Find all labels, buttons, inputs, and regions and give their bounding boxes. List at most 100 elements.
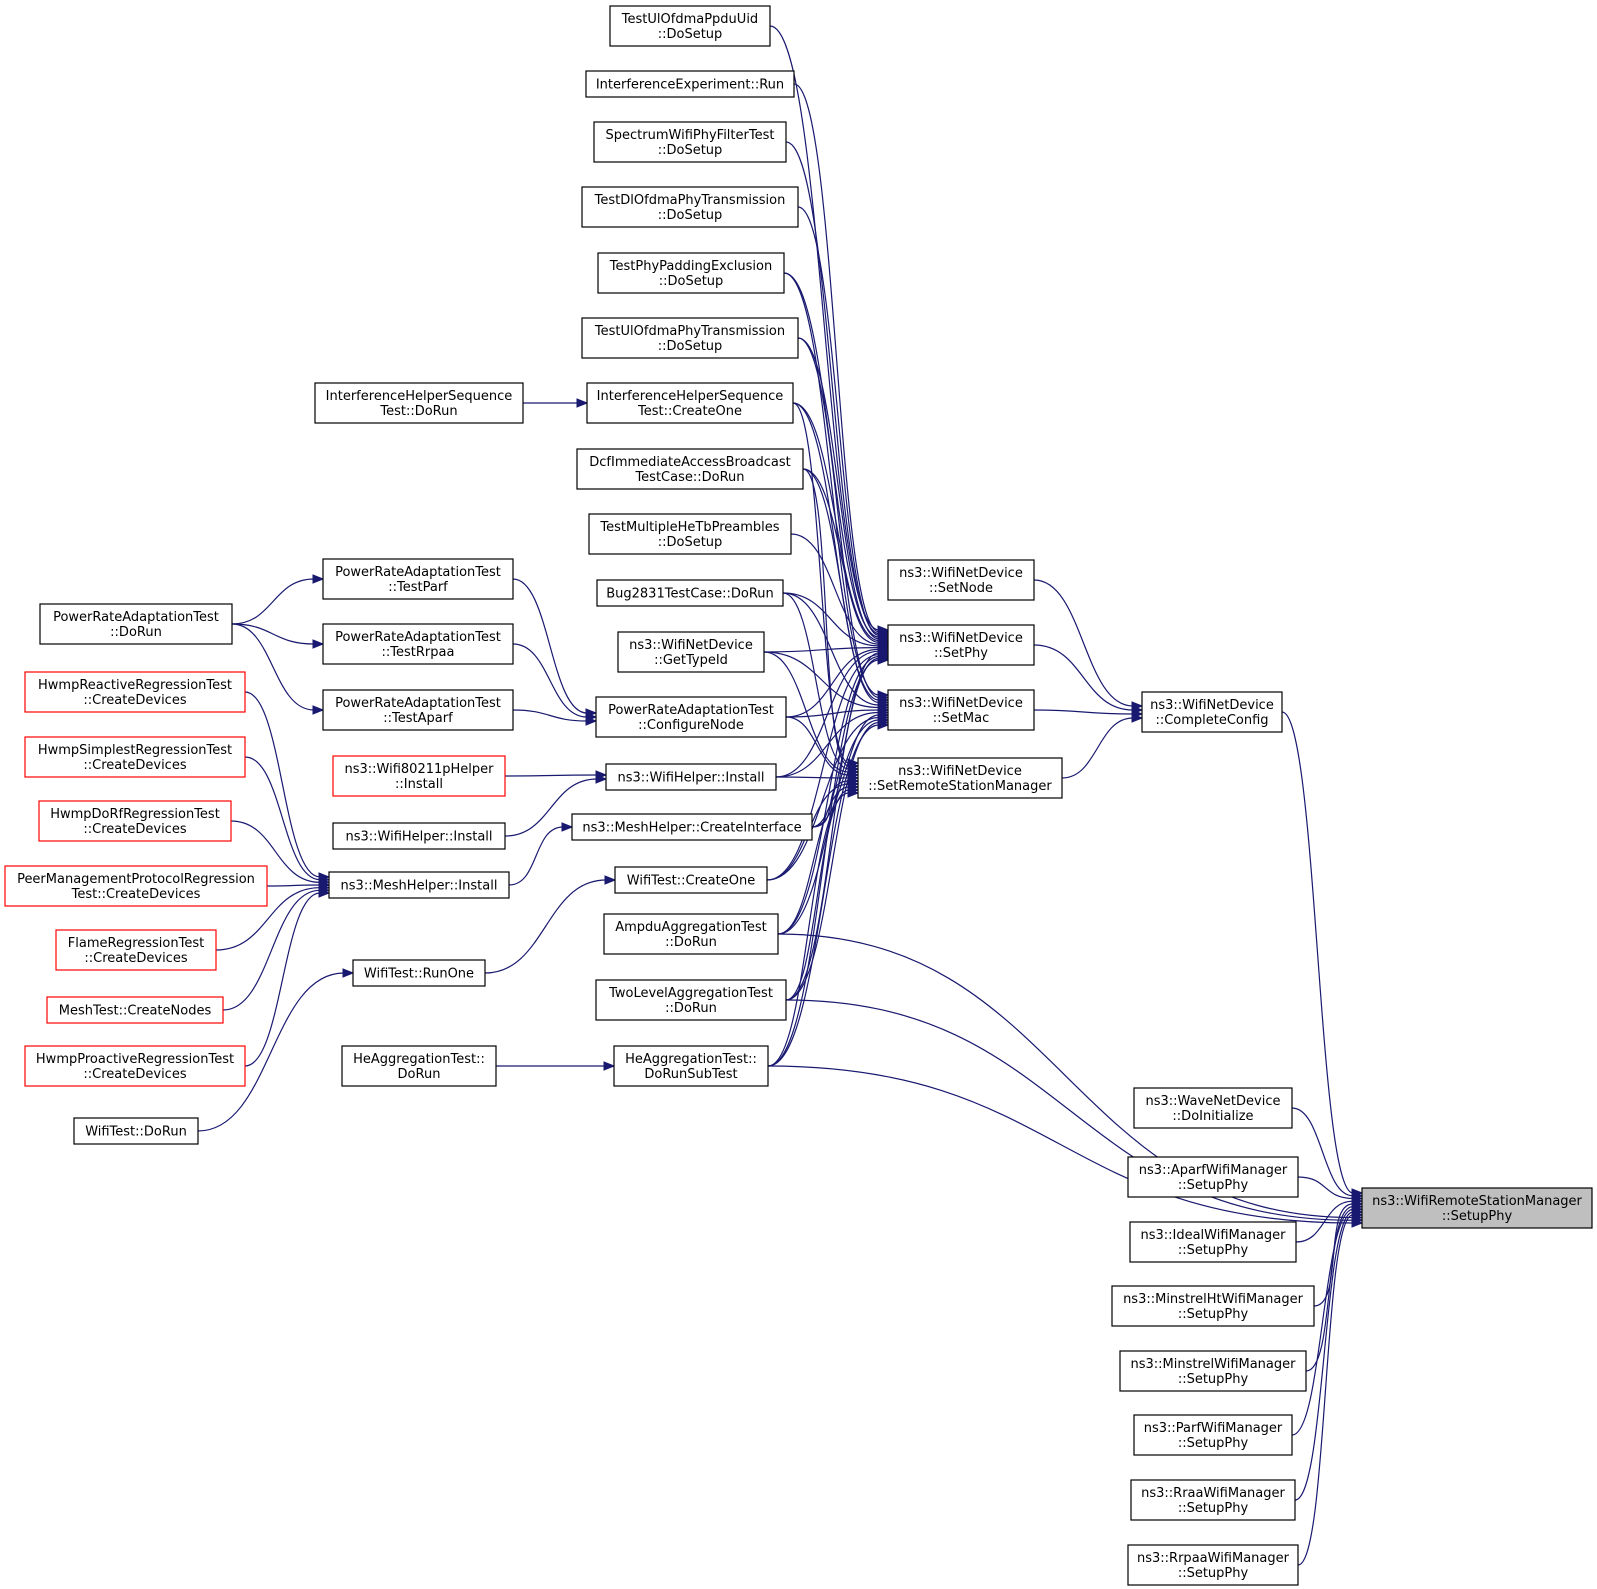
function-node-interfExp[interactable]: InterferenceExperiment::Run — [585, 70, 795, 98]
function-node-phyPad[interactable]: TestPhyPaddingExclusion::DoSetup — [597, 252, 785, 294]
function-node-aparfMgr[interactable]: ns3::AparfWifiManager::SetupPhy — [1127, 1156, 1299, 1198]
node-label-line: ::DoSetup — [658, 339, 723, 354]
function-node-ampdu[interactable]: AmpduAggregationTest::DoRun — [603, 913, 779, 955]
function-node-hwmpProactive[interactable]: HwmpProactiveRegressionTest::CreateDevic… — [24, 1045, 246, 1087]
function-node-praParf[interactable]: PowerRateAdaptationTest::TestParf — [322, 558, 514, 600]
call-edge — [496, 1061, 616, 1071]
function-node-hwmpReactive[interactable]: HwmpReactiveRegressionTest::CreateDevice… — [24, 671, 246, 713]
function-node-ulPpdu[interactable]: TestUlOfdmaPpduUid::DoSetup — [609, 5, 771, 47]
node-label-line: ::SetNode — [929, 581, 993, 596]
node-label-line: ::CompleteConfig — [1155, 713, 1268, 728]
function-node-hwmpSimplest[interactable]: HwmpSimplestRegressionTest::CreateDevice… — [24, 736, 246, 778]
call-edge — [484, 875, 617, 974]
function-node-meshInstall[interactable]: ns3::MeshHelper::Install — [328, 871, 510, 899]
node-label-line: TwoLevelAggregationTest — [608, 986, 773, 1001]
node-label-line: ns3::RrpaaWifiManager — [1137, 1551, 1290, 1566]
call-edge — [504, 774, 608, 837]
function-node-parfMgr[interactable]: ns3::ParfWifiManager::SetupPhy — [1133, 1414, 1293, 1456]
function-node-praRun[interactable]: PowerRateAdaptationTest::DoRun — [39, 603, 233, 645]
node-label-line: ns3::MeshHelper::CreateInterface — [582, 821, 801, 836]
node-label-line: Test::CreateOne — [637, 404, 742, 419]
node-label-line: TestUlOfdmaPpduUid — [621, 12, 758, 27]
call-edge — [197, 968, 355, 1132]
node-label-line: ns3::WifiNetDevice — [899, 696, 1023, 711]
function-node-minstrelHt[interactable]: ns3::MinstrelHtWifiManager::SetupPhy — [1111, 1285, 1315, 1327]
node-label-line: ns3::WifiNetDevice — [629, 638, 753, 653]
node-label-line: ns3::WifiNetDevice — [898, 764, 1022, 779]
node-label-line: HwmpProactiveRegressionTest — [36, 1052, 234, 1067]
node-label-line: FlameRegressionTest — [68, 936, 204, 951]
function-node-minstrel[interactable]: ns3::MinstrelWifiManager::SetupPhy — [1119, 1350, 1307, 1392]
node-label-line: ns3::MinstrelWifiManager — [1130, 1357, 1296, 1372]
node-label-line: Test::CreateDevices — [71, 887, 201, 902]
function-node-ulOfdma[interactable]: TestUlOfdmaPhyTransmission::DoSetup — [581, 317, 799, 359]
node-label-line: ::SetupPhy — [1178, 1178, 1249, 1193]
node-label-line: ::DoRun — [665, 935, 717, 950]
node-label-line: ::ConfigureNode — [638, 718, 744, 733]
function-node-meshCreateIf[interactable]: ns3::MeshHelper::CreateInterface — [571, 813, 813, 841]
function-node-praConfig[interactable]: PowerRateAdaptationTest::ConfigureNode — [595, 696, 787, 738]
call-edge — [512, 578, 598, 718]
function-node-hwmpDoRf[interactable]: HwmpDoRfRegressionTest::CreateDevices — [38, 800, 232, 842]
function-node-bug2831[interactable]: Bug2831TestCase::DoRun — [596, 579, 784, 607]
function-node-setNode[interactable]: ns3::WifiNetDevice::SetNode — [887, 559, 1035, 601]
node-label-line: AmpduAggregationTest — [615, 920, 766, 935]
call-edge — [767, 655, 890, 1067]
node-label-line: ::CreateDevices — [83, 822, 186, 837]
node-label-line: InterferenceHelperSequence — [326, 389, 513, 404]
function-node-root[interactable]: ns3::WifiRemoteStationManager::SetupPhy — [1361, 1187, 1593, 1229]
function-node-ihsCreate[interactable]: InterferenceHelperSequenceTest::CreateOn… — [586, 382, 794, 424]
node-label-line: ::Install — [395, 777, 443, 792]
function-node-dcf[interactable]: DcfImmediateAccessBroadcastTestCase::DoR… — [576, 448, 804, 490]
node-label-line: ns3::WifiNetDevice — [899, 631, 1023, 646]
node-label-line: ::CreateDevices — [83, 1067, 186, 1082]
node-label-line: ns3::IdealWifiManager — [1140, 1228, 1286, 1243]
call-edge — [231, 623, 325, 715]
node-label-line: DcfImmediateAccessBroadcast — [589, 455, 790, 470]
function-node-multiHe[interactable]: TestMultipleHeTbPreambles::DoSetup — [588, 513, 792, 555]
node-label-line: ns3::WifiNetDevice — [899, 566, 1023, 581]
node-label-line: MeshTest::CreateNodes — [59, 1004, 212, 1019]
function-node-heSub[interactable]: HeAggregationTest::DoRunSubTest — [613, 1045, 769, 1087]
call-edge — [231, 574, 325, 625]
node-label-line: ::SetPhy — [934, 646, 988, 661]
node-label-line: InterferenceExperiment::Run — [596, 78, 784, 93]
function-node-setRSM[interactable]: ns3::WifiNetDevice::SetRemoteStationMana… — [857, 757, 1063, 799]
function-node-rrpaaMgr[interactable]: ns3::RrpaaWifiManager::SetupPhy — [1127, 1544, 1299, 1586]
node-label-line: PeerManagementProtocolRegression — [17, 872, 255, 887]
function-node-wifi80211p[interactable]: ns3::Wifi80211pHelper::Install — [332, 755, 506, 797]
function-node-praAparf[interactable]: PowerRateAdaptationTest::TestAparf — [322, 689, 514, 731]
function-node-wifiTestDoRun[interactable]: WifiTest::DoRun — [73, 1117, 199, 1145]
function-node-waveInit[interactable]: ns3::WaveNetDevice::DoInitialize — [1133, 1087, 1293, 1129]
node-label-line: PowerRateAdaptationTest — [335, 565, 501, 580]
function-node-completeConfig[interactable]: ns3::WifiNetDevice::CompleteConfig — [1141, 691, 1283, 733]
function-node-flame[interactable]: FlameRegressionTest::CreateDevices — [55, 929, 217, 971]
node-label-line: ns3::WaveNetDevice — [1145, 1094, 1280, 1109]
function-node-setPhy[interactable]: ns3::WifiNetDevice::SetPhy — [887, 624, 1035, 666]
function-node-meshTest[interactable]: MeshTest::CreateNodes — [46, 996, 224, 1024]
function-node-getTypeId[interactable]: ns3::WifiNetDevice::GetTypeId — [617, 631, 765, 673]
function-node-setMac[interactable]: ns3::WifiNetDevice::SetMac — [887, 689, 1035, 731]
node-label-line: ns3::WifiNetDevice — [1150, 698, 1274, 713]
node-label-line: TestMultipleHeTbPreambles — [599, 520, 779, 535]
function-node-wifiHelperInstall2[interactable]: ns3::WifiHelper::Install — [332, 822, 506, 850]
function-node-dlOfdma[interactable]: TestDlOfdmaPhyTransmission::DoSetup — [581, 186, 799, 228]
call-edge — [1061, 713, 1144, 779]
call-edge — [1281, 711, 1364, 1198]
function-node-rraaMgr[interactable]: ns3::RraaWifiManager::SetupPhy — [1130, 1479, 1296, 1521]
node-label-line: ::SetupPhy — [1178, 1372, 1249, 1387]
node-label-line: ::SetupPhy — [1178, 1436, 1249, 1451]
node-label-line: TestUlOfdmaPhyTransmission — [594, 324, 785, 339]
function-node-wifiTestRunOne[interactable]: WifiTest::RunOne — [352, 959, 486, 987]
function-node-twoLevel[interactable]: TwoLevelAggregationTest::DoRun — [595, 979, 787, 1021]
function-node-heRun[interactable]: HeAggregationTest::DoRun — [341, 1045, 497, 1087]
call-edge — [767, 1065, 1364, 1228]
node-label-line: ::CreateDevices — [83, 693, 186, 708]
function-node-wifiTestCreate[interactable]: WifiTest::CreateOne — [614, 866, 768, 894]
function-node-specFilter[interactable]: SpectrumWifiPhyFilterTest::DoSetup — [593, 121, 787, 163]
function-node-praRrpaa[interactable]: PowerRateAdaptationTest::TestRrpaa — [322, 623, 514, 665]
function-node-peerMgmt[interactable]: PeerManagementProtocolRegressionTest::Cr… — [4, 865, 268, 907]
function-node-wifiHelperInstall[interactable]: ns3::WifiHelper::Install — [605, 763, 777, 791]
function-node-idealMgr[interactable]: ns3::IdealWifiManager::SetupPhy — [1129, 1221, 1297, 1263]
